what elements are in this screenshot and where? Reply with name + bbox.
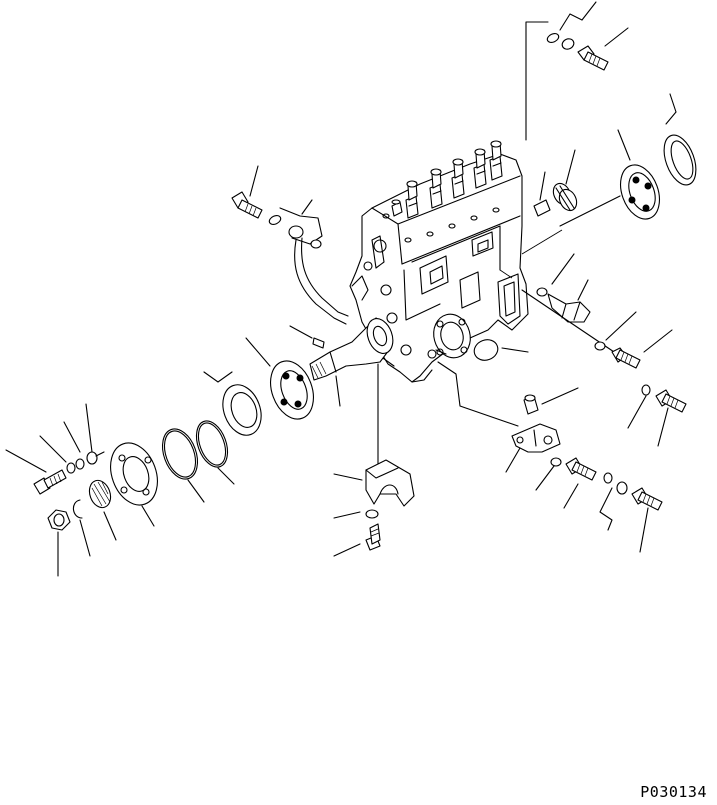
delivery-valve-holder [490, 141, 502, 180]
washer-part [67, 463, 75, 473]
woodruff-key-part [313, 338, 324, 348]
bracket-plate-part [512, 424, 560, 452]
washer-part [642, 385, 650, 395]
washer-part [537, 288, 547, 296]
oring-part [191, 417, 234, 472]
support-bracket-part [366, 460, 414, 506]
connector-part [524, 395, 538, 414]
bolt-part [566, 458, 596, 480]
seal-ring-part [216, 379, 268, 440]
banjo-bolt-part [232, 192, 262, 218]
delivery-valve-holder [430, 169, 442, 208]
washer-part [268, 214, 282, 226]
washer-part [604, 473, 612, 483]
washer-part [76, 459, 84, 469]
left-fastener-group [6, 404, 104, 576]
washer-part [551, 458, 561, 466]
coupling-hub-part [102, 436, 165, 511]
washer-part [366, 510, 378, 518]
sensor-part [548, 294, 590, 322]
camshaft-group [290, 315, 397, 466]
fuel-pipe-part [295, 240, 346, 324]
washer-part [87, 452, 97, 464]
bolt-part [612, 348, 640, 368]
snap-ring-part [73, 500, 82, 518]
bolt-part [34, 470, 66, 494]
washer-part [617, 482, 627, 494]
camshaft-part [310, 315, 397, 380]
nut-part [48, 510, 70, 530]
right-side-fittings [428, 254, 672, 426]
bolt-part [656, 390, 686, 412]
oring-bearing-group [560, 94, 702, 226]
banjo-fitting-part [289, 226, 303, 238]
spring-part [550, 181, 580, 214]
washer-part [595, 342, 605, 350]
delivery-valve-holder [474, 149, 486, 188]
oring-part [156, 424, 204, 484]
cover-plate-part [471, 336, 500, 363]
fuel-pipe-banjo-group [232, 166, 348, 324]
center-bracket-group [334, 460, 414, 556]
timer-gear-group [204, 338, 321, 441]
washer-part [546, 32, 560, 44]
lower-right-bracket-group [506, 385, 686, 552]
oring-pair-group [156, 417, 234, 502]
delivery-valve-holders [392, 141, 502, 218]
spring-fitting-group [534, 150, 580, 216]
bolt-part [366, 524, 380, 550]
plug-part [534, 200, 550, 216]
drawing-code: P030134 [640, 783, 707, 801]
leader-line [500, 270, 512, 278]
washer-part [311, 240, 321, 248]
delivery-valve-holder [452, 159, 464, 198]
bearing-part [614, 160, 667, 225]
coupling-hub-group [86, 436, 166, 540]
washer-part [560, 37, 575, 51]
oring-part [658, 131, 702, 189]
bolt-part [578, 46, 608, 70]
leader-line [522, 230, 562, 254]
top-washer-bolt-group [526, 2, 628, 140]
delivery-valve-holder [406, 181, 418, 218]
bolt-part [632, 488, 662, 510]
